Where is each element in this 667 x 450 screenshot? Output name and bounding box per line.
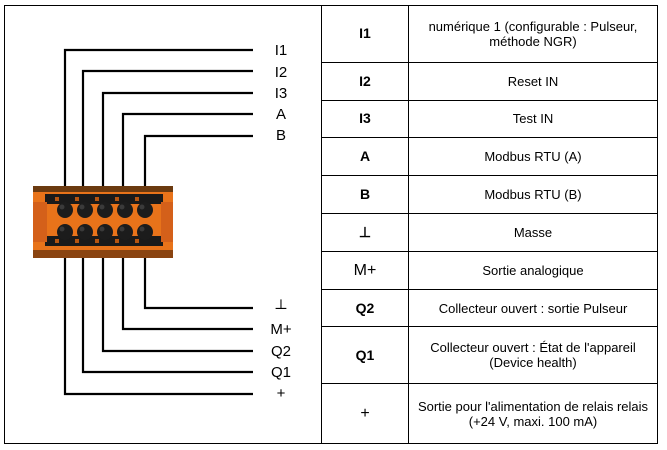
wire-plus	[63, 258, 253, 396]
pin-description: Collecteur ouvert : sortie Pulseur	[408, 288, 658, 328]
label-i1: I1	[274, 42, 288, 59]
pin-code: I3	[321, 99, 409, 139]
pin-hole	[137, 224, 153, 240]
connector-slot	[55, 197, 59, 201]
table-row: M+ Sortie analogique	[321, 250, 658, 290]
label-b: B	[275, 127, 286, 144]
pin-code: B	[321, 175, 409, 214]
pin-code: I1	[321, 5, 409, 63]
table-row: I2 Reset IN	[321, 61, 658, 101]
pin-hole	[117, 224, 133, 240]
wire-a	[121, 112, 253, 186]
connector-dark-band-top	[45, 194, 163, 204]
pin-highlight	[99, 226, 105, 232]
connector-dark-band-bottom	[45, 236, 163, 246]
connector-slot	[135, 197, 139, 201]
wire-gnd	[143, 258, 253, 310]
wire-mplus	[121, 258, 253, 331]
label-i3: I3	[274, 85, 288, 102]
connector-shadow-top	[33, 186, 173, 196]
label-i2: I2	[274, 64, 288, 81]
wire-i2	[81, 69, 253, 186]
pin-description: Test IN	[408, 99, 658, 139]
pin-description: Modbus RTU (B)	[408, 175, 658, 214]
label-q2: Q2	[270, 343, 291, 360]
wire-i3	[101, 91, 253, 186]
connector-slot	[115, 239, 119, 243]
pin-highlight	[119, 204, 125, 210]
table-row: + Sortie pour l'alimentation de relais r…	[321, 383, 658, 444]
connector-slot	[75, 197, 79, 201]
pin-description: Collecteur ouvert : État de l'appareil (…	[408, 326, 658, 385]
pin-highlight	[99, 204, 105, 210]
pin-highlight	[79, 226, 85, 232]
label-a: A	[275, 106, 286, 123]
label-mplus: M+	[270, 321, 292, 338]
connector-shadow-bottom	[33, 250, 173, 258]
wire-b	[143, 134, 253, 186]
pin-hole	[57, 224, 73, 240]
connector-right-cap	[161, 202, 173, 242]
pin-highlight	[119, 226, 125, 232]
pin-code: A	[321, 137, 409, 177]
table-row: Q2 Collecteur ouvert : sortie Pulseur	[321, 288, 658, 328]
connector-slot	[55, 239, 59, 243]
label-ground: ┴	[275, 300, 287, 317]
wire-q2	[101, 258, 253, 353]
pin-hole	[137, 202, 153, 218]
wiring-diagram-svg	[33, 48, 253, 396]
table-row: A Modbus RTU (A)	[321, 137, 658, 177]
connector-slot	[95, 239, 99, 243]
label-q1: Q1	[270, 364, 291, 381]
pin-hole-highlights	[59, 204, 145, 232]
pin-hole	[117, 202, 133, 218]
connector-slot	[135, 239, 139, 243]
pin-description: numérique 1 (configurable : Pulseur, mét…	[408, 5, 658, 63]
pin-code: ⊥	[321, 212, 409, 252]
pin-description: Reset IN	[408, 61, 658, 101]
pin-highlight	[139, 226, 145, 232]
top-wires	[63, 48, 253, 186]
pin-highlight	[79, 204, 85, 210]
table-row: I3 Test IN	[321, 99, 658, 139]
connector-slot	[115, 197, 119, 201]
pin-code: Q2	[321, 288, 409, 328]
pin-code: +	[321, 383, 409, 444]
wire-q1	[81, 258, 253, 374]
pin-hole	[77, 202, 93, 218]
pin-description: Masse	[408, 212, 658, 252]
pin-description: Sortie analogique	[408, 250, 658, 290]
wire-i1	[63, 48, 253, 186]
wiring-diagram: I1 I2 I3 A B ┴ M+ Q2 Q1 +	[5, 6, 321, 443]
pin-code: M+	[321, 250, 409, 290]
table-row: Q1 Collecteur ouvert : État de l'apparei…	[321, 326, 658, 385]
pin-code: Q1	[321, 326, 409, 385]
table-row: ⊥ Masse	[321, 212, 658, 252]
pin-code: I2	[321, 61, 409, 101]
terminal-connector	[33, 186, 173, 258]
table-row: B Modbus RTU (B)	[321, 175, 658, 214]
bottom-wires	[63, 258, 253, 396]
label-plus: +	[276, 385, 286, 402]
pin-description-table: I1 numérique 1 (configurable : Pulseur, …	[321, 5, 658, 444]
connector-slot	[95, 197, 99, 201]
pin-highlight	[59, 226, 65, 232]
pin-highlight	[59, 204, 65, 210]
pin-hole	[97, 202, 113, 218]
pin-description: Sortie pour l'alimentation de relais rel…	[408, 383, 658, 444]
table-row: I1 numérique 1 (configurable : Pulseur, …	[321, 5, 658, 63]
connector-slot	[75, 239, 79, 243]
pin-description: Modbus RTU (A)	[408, 137, 658, 177]
pin-highlight	[139, 204, 145, 210]
pin-hole	[77, 224, 93, 240]
connector-left-cap	[33, 202, 47, 242]
pin-hole	[97, 224, 113, 240]
pin-hole	[57, 202, 73, 218]
connector-slots	[55, 197, 139, 243]
